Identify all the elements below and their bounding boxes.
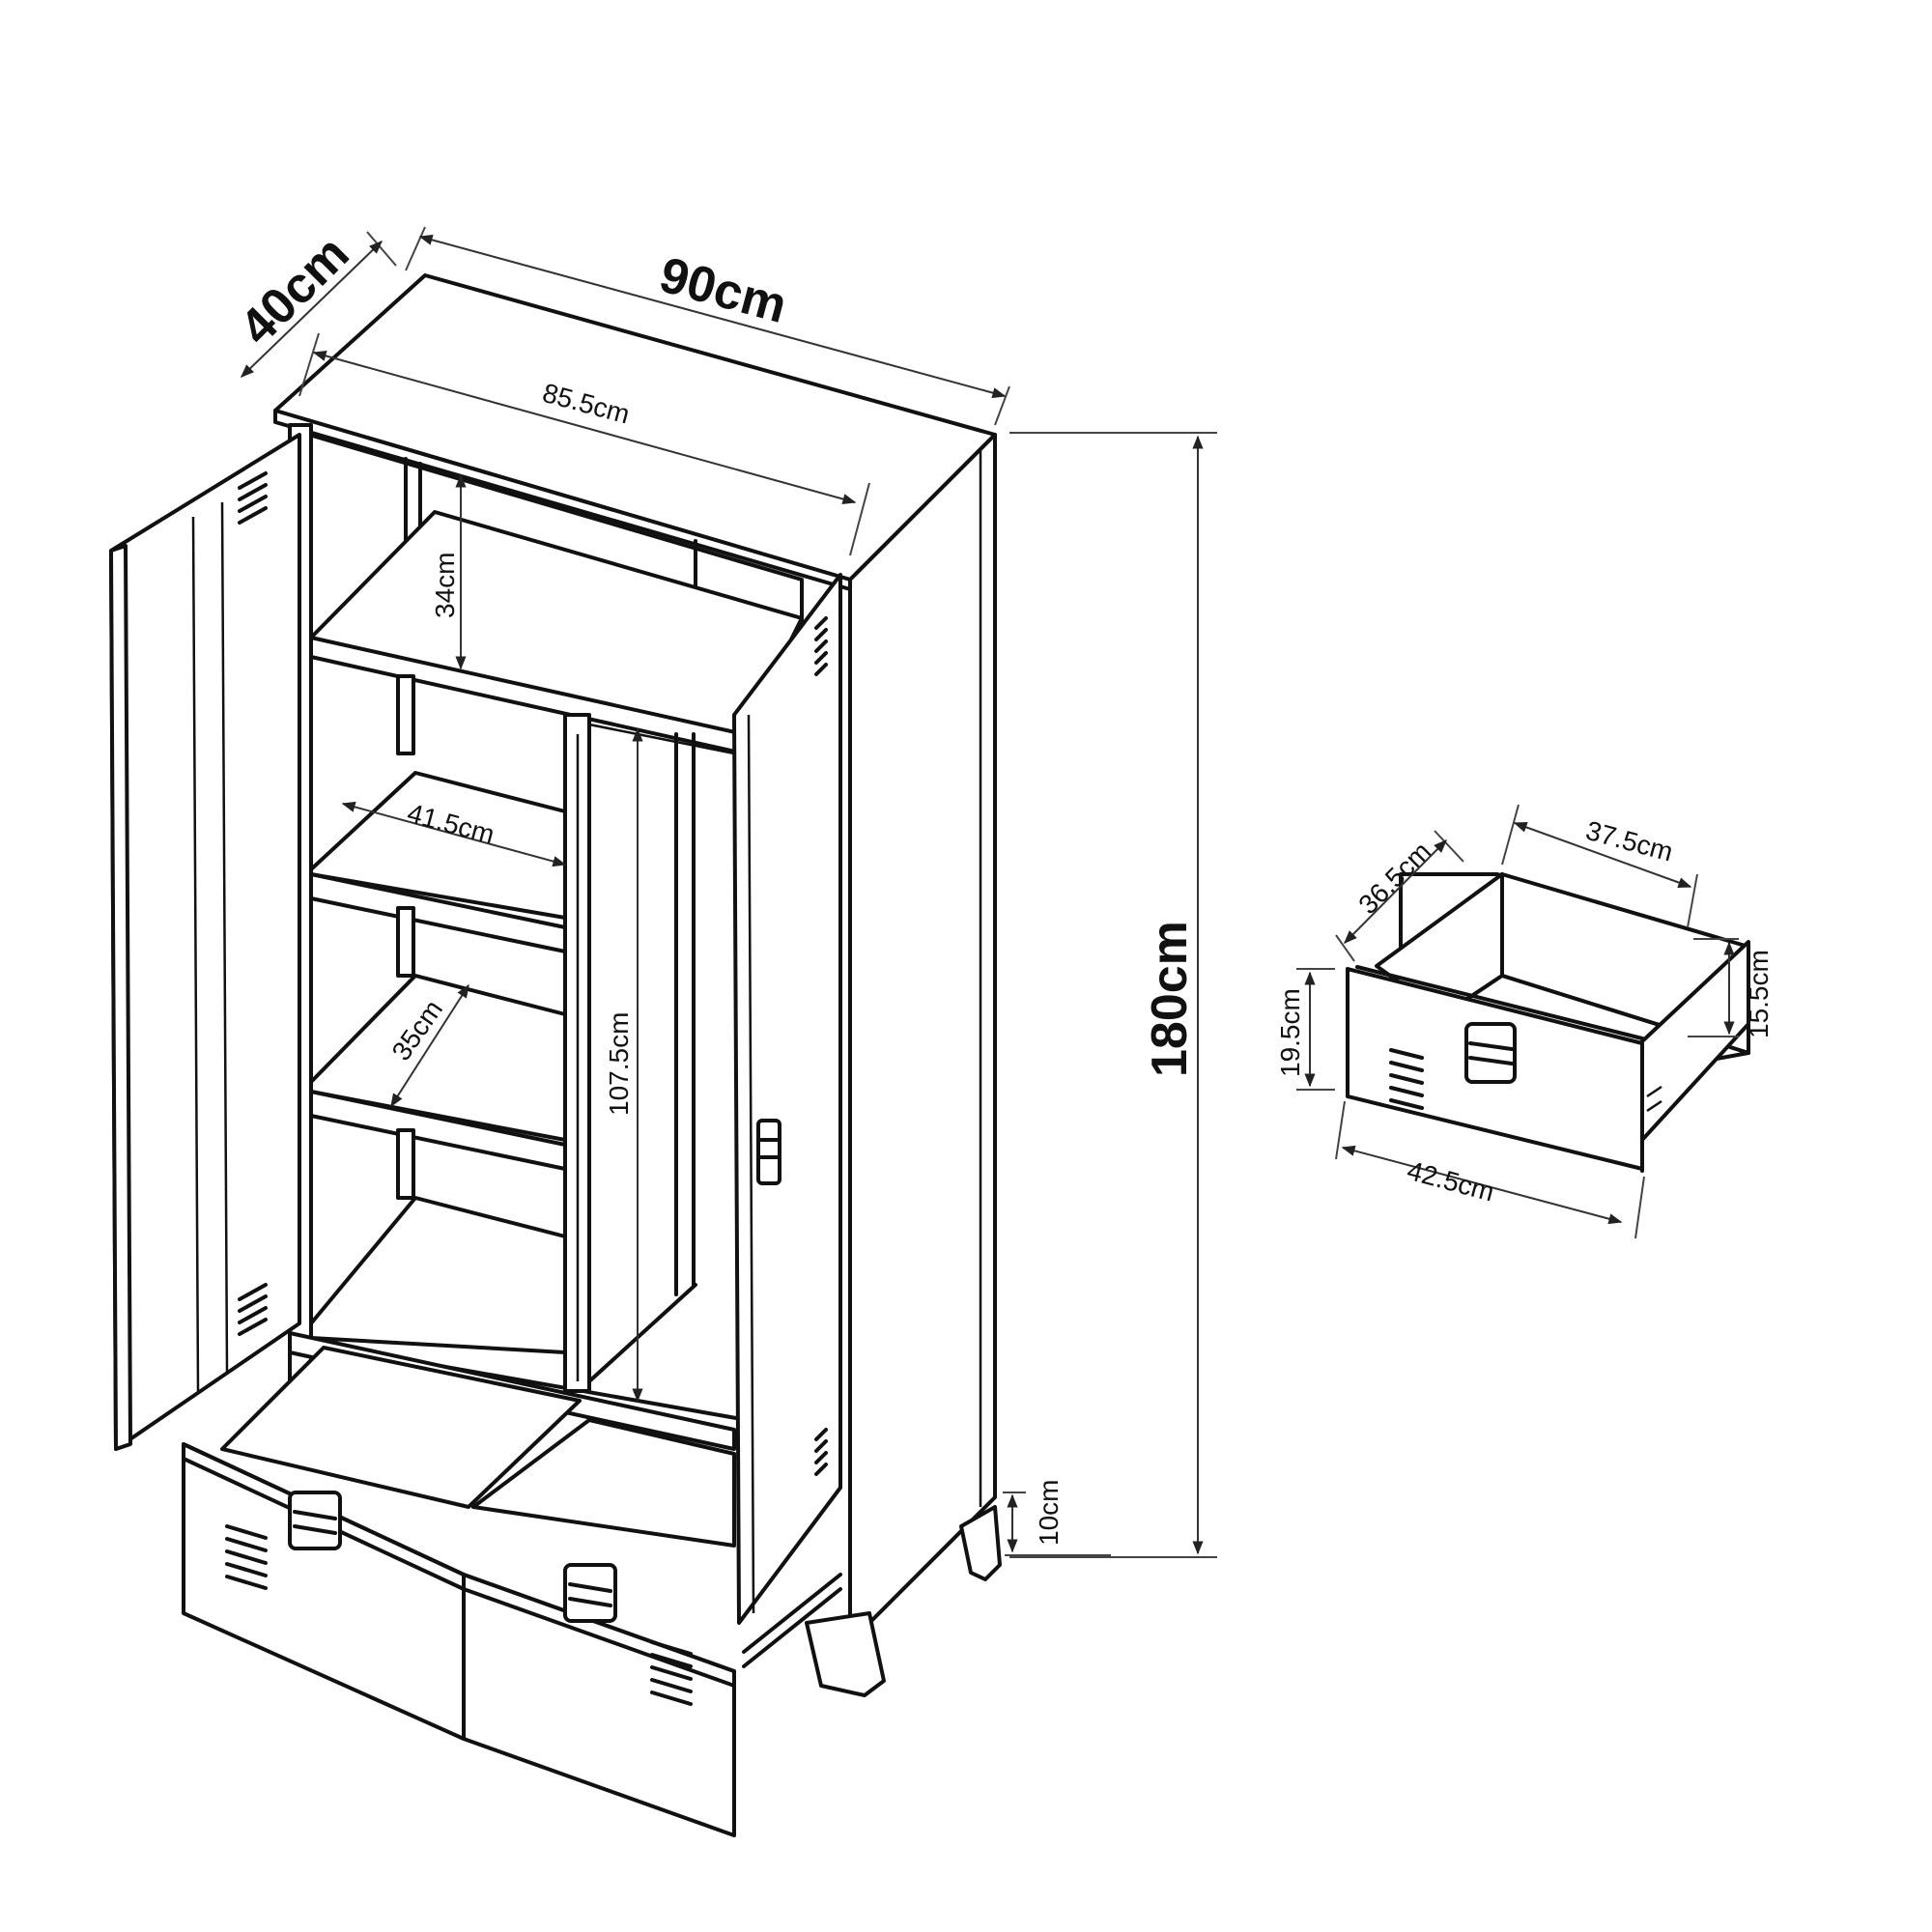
bottom-drawer-right xyxy=(462,1418,736,1837)
label-drawer-front-height: 19.5cm xyxy=(1275,988,1305,1077)
label-hanging-height: 107.5cm xyxy=(604,1012,634,1116)
label-depth: 40cm xyxy=(229,225,359,355)
drawer-dimension-front-height: 19.5cm xyxy=(1275,968,1335,1091)
cabinet-leg-front xyxy=(805,1611,886,1697)
left-door-vent-bottom xyxy=(238,1283,268,1336)
drawer-handle-icon xyxy=(1464,1022,1517,1084)
right-door xyxy=(732,573,842,1625)
shelf-bottom xyxy=(309,1196,567,1354)
door-handle-icon xyxy=(756,1119,781,1185)
dimension-height: 180cm xyxy=(1009,432,1217,1558)
label-drawer-inner-width: 37.5cm xyxy=(1582,815,1676,867)
cabinet-leg-back xyxy=(959,1505,1002,1581)
label-leg-height: 10cm xyxy=(1034,1480,1064,1546)
dimension-leg-height: 10cm xyxy=(1003,1480,1111,1556)
dimension-hanging-height: 107.5cm xyxy=(604,727,643,1403)
label-width: 90cm xyxy=(654,247,792,334)
label-height: 180cm xyxy=(1142,921,1198,1077)
drawer-detail xyxy=(1346,872,1750,1173)
cabinet-right-side xyxy=(848,433,997,1644)
label-drawer-front-width: 42.5cm xyxy=(1404,1155,1497,1208)
label-shelf-height: 34cm xyxy=(430,553,460,618)
drawer-vent-icon xyxy=(1389,1048,1424,1110)
right-door-vent-bottom xyxy=(814,1428,828,1476)
drawer-handle-icon xyxy=(288,1491,342,1550)
left-door xyxy=(109,433,301,1451)
drawer-vent-icon xyxy=(650,1640,693,1706)
label-drawer-side-height: 15.5cm xyxy=(1744,950,1774,1038)
wardrobe-cabinet xyxy=(109,273,1002,1837)
bottom-drawer-left xyxy=(182,1346,582,1741)
dimension-shelf-height: 34cm xyxy=(430,473,467,670)
right-door-vent-top xyxy=(814,616,828,676)
drawer-handle-icon xyxy=(563,1563,617,1623)
drawer-vent-icon xyxy=(225,1524,268,1590)
drawer-dimension-side-height: 15.5cm xyxy=(1688,938,1774,1038)
left-door-vent-top xyxy=(238,471,268,525)
